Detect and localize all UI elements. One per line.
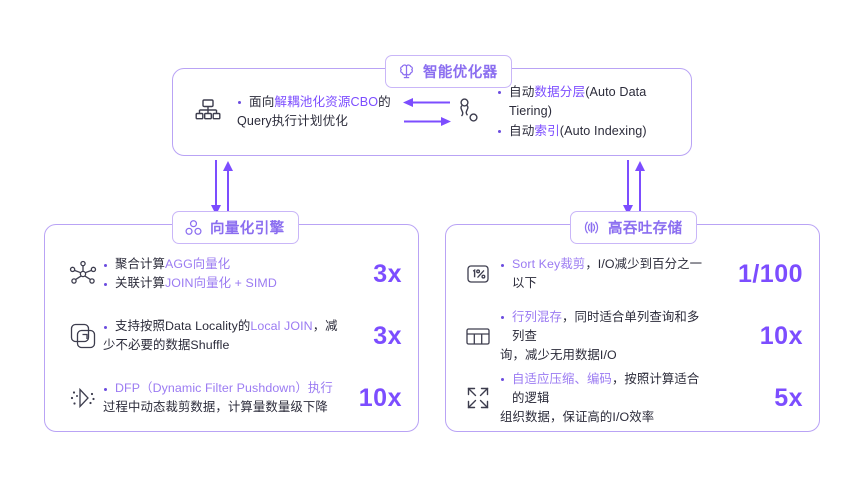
text-segment: 组织数据，保证高的I/O效率 bbox=[500, 409, 655, 424]
expand-arrows-icon bbox=[458, 383, 498, 413]
text-segment: ，按照计算适合的逻辑 bbox=[512, 371, 700, 405]
feature-text: 行列混存，同时适合单列查询和多列查 询，减少无用数据I/O bbox=[498, 308, 711, 365]
text-segment: 询，减少无用数据I/O bbox=[500, 347, 617, 362]
optimizer-left-list: 面向解耦池化资源CBO的 Query执行计划优化 bbox=[237, 93, 391, 132]
list-item: 关联计算JOIN向量化 + SIMD bbox=[103, 274, 340, 293]
vectorized-engine-title-label: 向量化引擎 bbox=[210, 221, 285, 237]
bidirectional-horizontal-arrows-icon bbox=[399, 97, 455, 127]
optimizer-right-list: 自动数据分层(Auto Data Tiering) 自动索引(Auto Inde… bbox=[497, 83, 677, 142]
list-item: 面向解耦池化资源CBO的 bbox=[237, 93, 391, 113]
filter-pushdown-icon bbox=[63, 383, 103, 413]
feature-text: 支持按照Data Locality的Local JOIN，减 少不必要的数据Sh… bbox=[103, 317, 346, 355]
text-segment-highlight: 自适应压缩、编码 bbox=[512, 371, 612, 386]
feature-text: 聚合计算AGG向量化 关联计算JOIN向量化 + SIMD bbox=[103, 255, 346, 293]
text-segment-highlight: 行列混存 bbox=[512, 309, 562, 324]
metric-value: 3x bbox=[373, 259, 402, 288]
feature-text: 自适应压缩、编码，按照计算适合的逻辑 组织数据，保证高的I/O效率 bbox=[498, 370, 711, 427]
text-segment: 自动 bbox=[509, 123, 535, 138]
feature-text: Sort Key裁剪，I/O减少到百分之一以下 bbox=[498, 255, 711, 293]
right-vertical-arrows bbox=[618, 160, 648, 216]
text-segment: 的 bbox=[378, 94, 391, 109]
text-segment: 面向 bbox=[249, 94, 275, 109]
list-item: 支持按照Data Locality的Local JOIN，减 bbox=[103, 317, 340, 336]
optimizer-right-column: 自动数据分层(Auto Data Tiering) 自动索引(Auto Inde… bbox=[455, 83, 677, 142]
copy-layers-icon bbox=[63, 321, 103, 351]
text-segment: 支持按照Data Locality的 bbox=[115, 319, 251, 333]
list-item: 聚合计算AGG向量化 bbox=[103, 255, 340, 274]
optimizer-title-label: 智能优化器 bbox=[423, 65, 498, 81]
feature-row: 行列混存，同时适合单列查询和多列查 询，减少无用数据I/O 10x bbox=[446, 305, 819, 367]
text-segment-highlight: 数据分层 bbox=[534, 84, 586, 99]
text-segment: 关联计算 bbox=[115, 276, 165, 290]
metric-value: 10x bbox=[759, 321, 803, 350]
up-down-arrows-icon bbox=[623, 160, 645, 216]
text-segment-highlight: 索引 bbox=[534, 123, 560, 138]
table-columns-icon bbox=[458, 321, 498, 351]
high-throughput-storage-title-label: 高吞吐存储 bbox=[608, 221, 683, 237]
three-circles-icon bbox=[184, 218, 203, 237]
text-segment-highlight: DFP（Dynamic Filter Pushdown）执行 bbox=[115, 381, 333, 395]
list-item: 自动索引(Auto Indexing) bbox=[497, 122, 677, 142]
network-hub-icon bbox=[63, 259, 103, 289]
left-vertical-arrows bbox=[206, 160, 236, 216]
list-item: Query执行计划优化 bbox=[237, 112, 391, 132]
broadcast-signal-icon bbox=[582, 218, 601, 237]
text-segment: (Auto Data Tiering) bbox=[509, 84, 647, 119]
list-item: 自动数据分层(Auto Data Tiering) bbox=[497, 83, 677, 122]
metric-value: 5x bbox=[774, 383, 803, 412]
text-segment: 聚合计算 bbox=[115, 257, 165, 271]
high-throughput-storage-title-chip: 高吞吐存储 bbox=[570, 211, 697, 244]
feature-row: Sort Key裁剪，I/O减少到百分之一以下 1/100 bbox=[446, 243, 819, 305]
one-percent-box-icon bbox=[458, 259, 498, 289]
text-segment: ，I/O减少到百分之一以下 bbox=[512, 257, 703, 290]
metric-value: 3x bbox=[373, 321, 402, 350]
text-segment: 自动 bbox=[509, 84, 535, 99]
text-segment: Query执行计划优化 bbox=[237, 114, 348, 128]
up-down-arrows-icon bbox=[211, 160, 233, 216]
text-segment: 少不必要的数据Shuffle bbox=[103, 338, 230, 352]
list-item: 自适应压缩、编码，按照计算适合的逻辑 bbox=[500, 370, 705, 408]
text-segment: 过程中动态裁剪数据，计算量数量级下降 bbox=[103, 400, 328, 414]
optimizer-left-column: 面向解耦池化资源CBO的 Query执行计划优化 bbox=[193, 93, 399, 132]
link-nodes-icon bbox=[455, 95, 483, 130]
text-segment-highlight: JOIN向量化 + SIMD bbox=[164, 276, 277, 290]
text-segment-highlight: 解耦池化资源CBO bbox=[274, 94, 379, 109]
list-item: 组织数据，保证高的I/O效率 bbox=[500, 408, 705, 427]
sitemap-icon bbox=[193, 95, 223, 130]
list-item: 过程中动态裁剪数据，计算量数量级下降 bbox=[103, 398, 340, 417]
metric-value: 1/100 bbox=[737, 259, 803, 288]
brain-icon bbox=[397, 62, 416, 81]
text-segment: ，减 bbox=[312, 319, 338, 333]
feature-row: 支持按照Data Locality的Local JOIN，减 少不必要的数据Sh… bbox=[45, 305, 418, 367]
text-segment-highlight: Local JOIN bbox=[250, 319, 313, 333]
feature-row: 自适应压缩、编码，按照计算适合的逻辑 组织数据，保证高的I/O效率 5x bbox=[446, 367, 819, 429]
list-item: 行列混存，同时适合单列查询和多列查 bbox=[500, 308, 705, 346]
text-segment-highlight: AGG向量化 bbox=[164, 257, 231, 271]
list-item: DFP（Dynamic Filter Pushdown）执行 bbox=[103, 379, 340, 398]
feature-row: DFP（Dynamic Filter Pushdown）执行 过程中动态裁剪数据… bbox=[45, 367, 418, 429]
list-item: 询，减少无用数据I/O bbox=[500, 346, 705, 365]
vectorized-engine-title-chip: 向量化引擎 bbox=[172, 211, 299, 244]
optimizer-title-chip: 智能优化器 bbox=[385, 55, 512, 88]
high-throughput-storage-panel: Sort Key裁剪，I/O减少到百分之一以下 1/100 bbox=[445, 224, 820, 432]
feature-row: 聚合计算AGG向量化 关联计算JOIN向量化 + SIMD 3x bbox=[45, 243, 418, 305]
feature-text: DFP（Dynamic Filter Pushdown）执行 过程中动态裁剪数据… bbox=[103, 379, 346, 417]
vectorized-engine-panel: 聚合计算AGG向量化 关联计算JOIN向量化 + SIMD 3x bbox=[44, 224, 419, 432]
list-item: 少不必要的数据Shuffle bbox=[103, 336, 340, 355]
text-segment-highlight: Sort Key裁剪 bbox=[512, 257, 586, 271]
text-segment: ，同时适合单列查询和多列查 bbox=[512, 309, 700, 343]
list-item: Sort Key裁剪，I/O减少到百分之一以下 bbox=[500, 255, 705, 293]
text-segment: (Auto Indexing) bbox=[559, 123, 647, 138]
metric-value: 10x bbox=[358, 383, 402, 412]
